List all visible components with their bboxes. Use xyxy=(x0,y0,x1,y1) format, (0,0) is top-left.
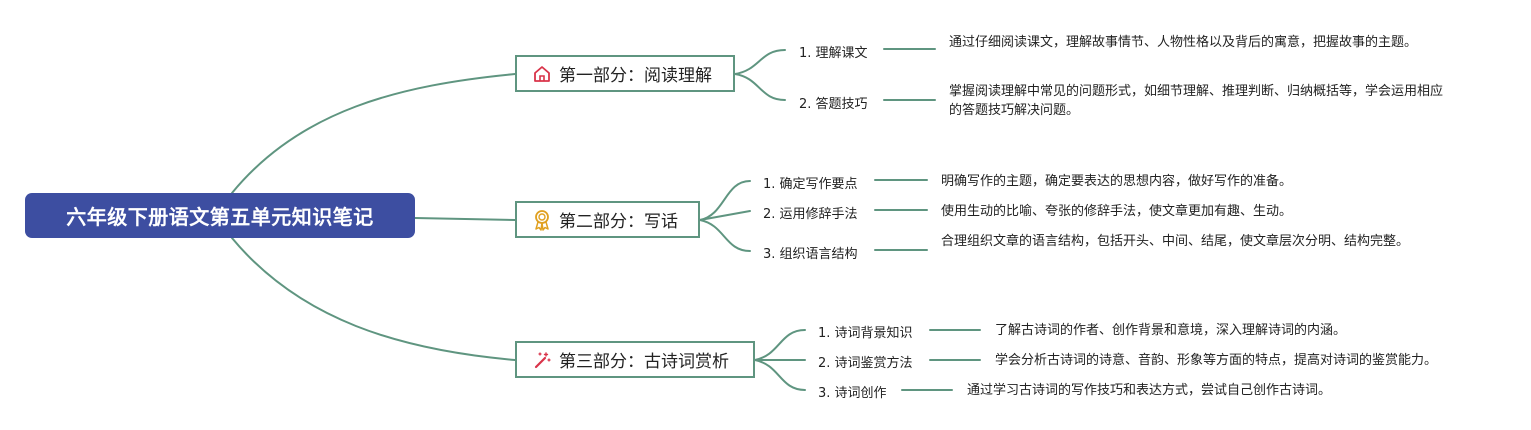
subtopic-label[interactable]: 3. 诗词创作 xyxy=(818,386,887,401)
subtopic-label[interactable]: 2. 诗词鉴赏方法 xyxy=(818,356,913,371)
subtopic-label[interactable]: 1. 诗词背景知识 xyxy=(818,326,913,341)
section-title: 第三部分：古诗词赏析 xyxy=(559,352,729,372)
magic-wand-icon xyxy=(531,349,553,371)
connector-s3-item-3 xyxy=(754,359,806,391)
award-medal-icon xyxy=(531,209,553,231)
subtopic-description: 掌握阅读理解中常见的问题形式，如细节理解、推理判断、归纳概括等，学会运用相应的答… xyxy=(949,84,1444,118)
connector-s2-item-3 xyxy=(699,219,751,252)
subtopic-description: 学会分析古诗词的诗意、音韵、形象等方面的特点，提高对诗词的鉴赏能力。 xyxy=(995,353,1438,368)
connector-s1-item-1 xyxy=(734,49,786,75)
subtopic-description: 通过仔细阅读课文，理解故事情节、人物性格以及背后的寓意，把握故事的主题。 xyxy=(949,35,1418,50)
section-ancient-poetry[interactable]: 第三部分：古诗词赏析 xyxy=(515,341,755,378)
subtopic-description: 使用生动的比喻、夸张的修辞手法，使文章更加有趣、生动。 xyxy=(941,204,1293,219)
connector-s2-item-1 xyxy=(699,180,751,221)
connector-root-to-section-3 xyxy=(231,237,516,361)
subtopic-description: 合理组织文章的语言结构，包括开头、中间、结尾，使文章层次分明、结构完整。 xyxy=(941,234,1410,249)
house-icon xyxy=(531,63,553,85)
subtopic-label[interactable]: 2. 答题技巧 xyxy=(799,97,868,112)
section-writing[interactable]: 第二部分：写话 xyxy=(515,201,700,238)
subtopic-description: 通过学习古诗词的写作技巧和表达方式，尝试自己创作古诗词。 xyxy=(967,383,1332,398)
root-title: 六年级下册语文第五单元知识笔记 xyxy=(66,205,374,229)
section-reading-comprehension[interactable]: 第一部分：阅读理解 xyxy=(515,55,735,92)
subtopic-description: 明确写作的主题，确定要表达的思想内容，做好写作的准备。 xyxy=(941,174,1293,189)
subtopic-label[interactable]: 1. 确定写作要点 xyxy=(763,177,858,192)
connector-s1-item-2 xyxy=(734,73,786,101)
section-title: 第二部分：写话 xyxy=(559,212,678,232)
subtopic-label[interactable]: 1. 理解课文 xyxy=(799,46,868,61)
subtopic-label[interactable]: 3. 组织语言结构 xyxy=(763,247,858,262)
connector-root-to-section-2 xyxy=(414,217,516,221)
root-topic[interactable]: 六年级下册语文第五单元知识笔记 xyxy=(25,193,415,238)
section-title: 第一部分：阅读理解 xyxy=(559,66,712,86)
connector-root-to-section-1 xyxy=(231,73,516,194)
connector-s3-item-1 xyxy=(754,329,806,361)
subtopic-label[interactable]: 2. 运用修辞手法 xyxy=(763,207,858,222)
connector-s2-item-2 xyxy=(699,210,751,221)
subtopic-description: 了解古诗词的作者、创作背景和意境，深入理解诗词的内涵。 xyxy=(995,323,1347,338)
